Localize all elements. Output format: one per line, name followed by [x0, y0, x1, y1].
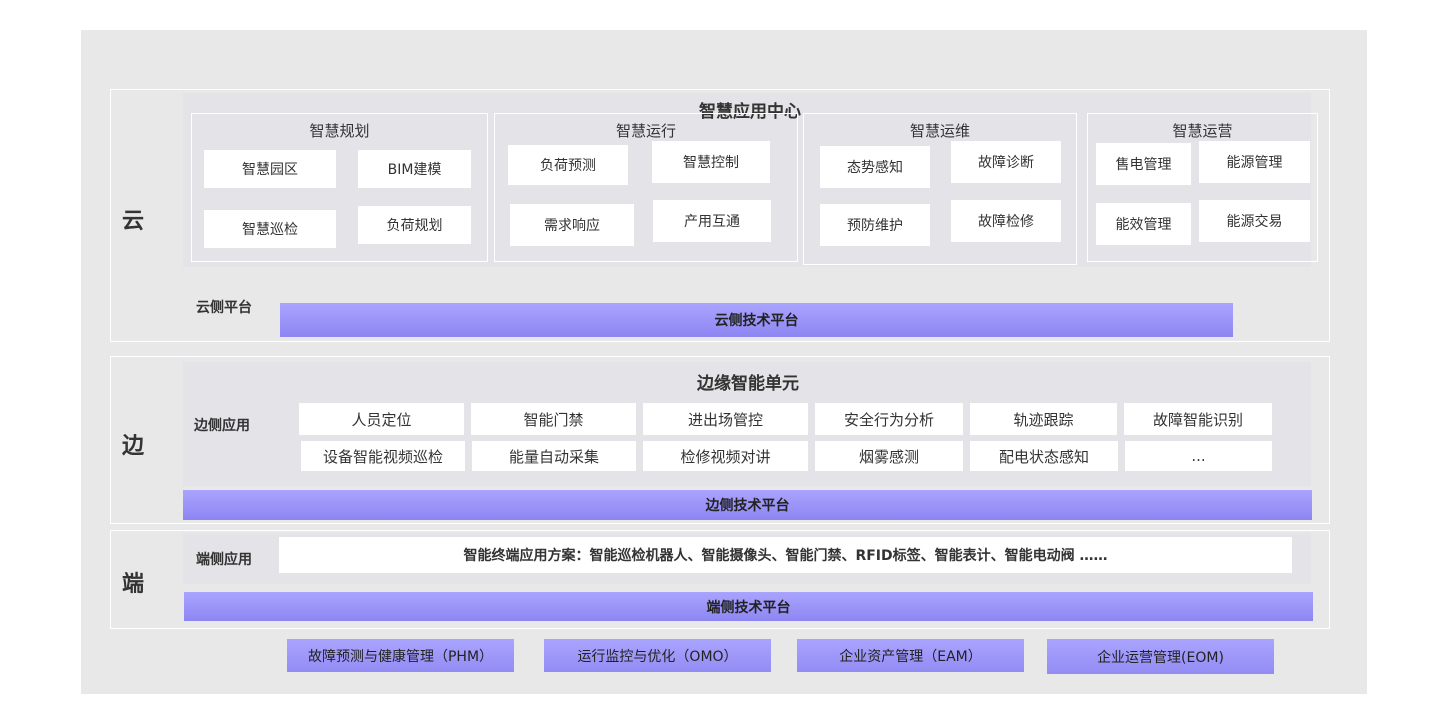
group-smart-operation — [494, 113, 798, 262]
edge-item-distribution-sensing: 配电状态感知 — [970, 441, 1118, 471]
end-solution-box: 智能终端应用方案：智能巡检机器人、智能摄像头、智能门禁、RFID标签、智能表计、… — [279, 537, 1292, 573]
edge-item-fault-recognition: 故障智能识别 — [1124, 403, 1272, 435]
group-smart-planning — [191, 113, 488, 262]
item-bim-modeling: BIM建模 — [358, 150, 471, 188]
item-demand-response: 需求响应 — [510, 204, 634, 246]
end-tech-platform-bar: 端侧技术平台 — [184, 592, 1313, 621]
edge-item-safety-behavior: 安全行为分析 — [815, 403, 963, 435]
group-title-smart-operation: 智慧运行 — [615, 122, 676, 140]
cloud-tech-platform-bar: 云侧技术平台 — [280, 303, 1233, 337]
edge-item-video-intercom: 检修视频对讲 — [643, 441, 808, 471]
item-situation-awareness: 态势感知 — [820, 146, 930, 188]
edge-intelligence-title: 边缘智能单元 — [697, 374, 799, 394]
item-production-interconnect: 产用互通 — [653, 200, 771, 242]
item-energy-management: 能源管理 — [1199, 141, 1310, 183]
end-app-label: 端侧应用 — [196, 552, 252, 568]
edge-app-label: 边侧应用 — [194, 418, 250, 434]
edge-item-video-inspection: 设备智能视频巡检 — [301, 441, 465, 471]
edge-item-smart-access: 智能门禁 — [471, 403, 636, 435]
item-fault-diagnosis: 故障诊断 — [951, 141, 1061, 183]
group-title-smart-planning: 智慧规划 — [309, 122, 370, 140]
item-efficiency-management: 能效管理 — [1096, 203, 1191, 245]
item-energy-trading: 能源交易 — [1199, 200, 1310, 242]
group-title-smart-business: 智慧运营 — [1172, 122, 1233, 140]
end-layer — [110, 530, 1330, 629]
end-tier-label: 端 — [122, 572, 145, 597]
edge-tech-platform-bar: 边侧技术平台 — [183, 490, 1312, 520]
footer-phm: 故障预测与健康管理（PHM） — [287, 639, 514, 672]
group-smart-maintenance — [803, 113, 1077, 265]
item-load-planning: 负荷规划 — [358, 206, 471, 244]
footer-eam: 企业资产管理（EAM） — [797, 639, 1024, 672]
cloud-platform-label: 云侧平台 — [196, 300, 252, 316]
edge-item-entry-control: 进出场管控 — [643, 403, 808, 435]
group-smart-business — [1087, 113, 1318, 262]
item-preventive-maintenance: 预防维护 — [820, 204, 930, 246]
item-fault-repair: 故障检修 — [951, 200, 1061, 242]
cloud-layer — [110, 89, 1330, 342]
item-electricity-sales: 售电管理 — [1096, 143, 1191, 185]
footer-eom: 企业运营管理(EOM) — [1047, 639, 1274, 674]
edge-item-trajectory-tracking: 轨迹跟踪 — [970, 403, 1117, 435]
cloud-tier-label: 云 — [122, 209, 145, 234]
group-title-smart-maintenance: 智慧运维 — [909, 122, 970, 140]
footer-omo: 运行监控与优化（OMO） — [544, 639, 771, 672]
edge-item-energy-collection: 能量自动采集 — [472, 441, 636, 471]
edge-layer — [110, 356, 1330, 524]
edge-item-smoke-sensing: 烟雾感测 — [815, 441, 963, 471]
smart-app-center-title: 智慧应用中心 — [699, 102, 801, 122]
item-smart-control: 智慧控制 — [652, 141, 770, 183]
edge-tier-label: 边 — [122, 434, 145, 459]
edge-item-more: ... — [1125, 441, 1272, 471]
item-smart-inspection: 智慧巡检 — [204, 210, 336, 248]
item-load-forecast: 负荷预测 — [508, 145, 628, 185]
item-smart-park: 智慧园区 — [204, 150, 336, 188]
edge-item-personnel-location: 人员定位 — [299, 403, 464, 435]
